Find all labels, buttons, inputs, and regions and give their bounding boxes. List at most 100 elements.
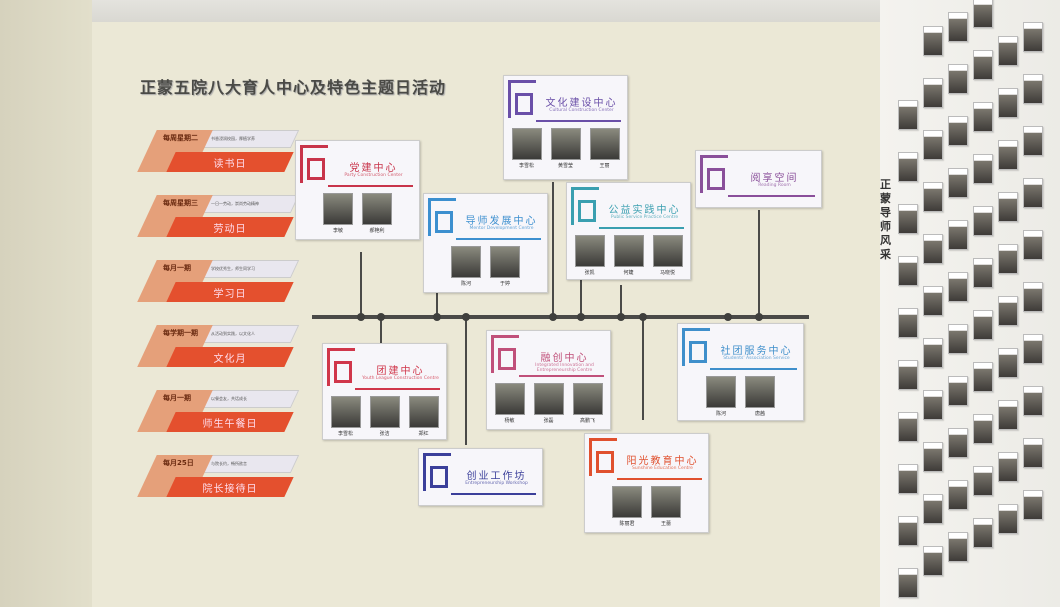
center-subtitle: Reading Room	[758, 183, 791, 188]
staff-member: 陈河	[706, 376, 736, 417]
center-logo-icon	[428, 198, 456, 236]
banner-schedule: 每月25日	[163, 459, 194, 467]
theme-day-banner: 每周星期二 书香浸润校园，厚植学养读书日	[137, 130, 300, 174]
mentor-photo	[973, 50, 993, 80]
mentor-photo	[948, 220, 968, 250]
logo-underline	[728, 195, 815, 197]
staff-photo	[612, 486, 642, 518]
mentor-photo	[923, 26, 943, 56]
mentor-photo	[948, 64, 968, 94]
theme-day-banner: 每月一期学校优秀生，师生同学习学习日	[137, 260, 300, 304]
center-logo-icon	[327, 348, 355, 386]
logo-underline	[599, 227, 684, 229]
mentor-photo	[998, 348, 1018, 378]
staff-member: 张凯	[574, 235, 605, 276]
mentor-photo	[948, 324, 968, 354]
mentor-photo	[998, 244, 1018, 274]
staff-photo	[652, 235, 683, 267]
connector-line	[436, 292, 438, 317]
staff-name: 陈丽君	[619, 521, 635, 527]
mentor-photo	[1023, 126, 1043, 156]
center-subtitle: Integrated Innovation and Entrepreneursh…	[535, 363, 594, 373]
staff-photo	[330, 396, 361, 428]
theme-day-banner: 每学期一期从活动到实践，以文化人文化月	[137, 325, 300, 369]
staff-member: 李雪松	[511, 128, 542, 169]
staff-list: 陈河于婷	[424, 246, 547, 287]
mentor-photo	[1023, 22, 1043, 52]
mentor-photo	[948, 272, 968, 302]
banner-name: 院长接待日	[202, 484, 258, 495]
mentor-photo	[948, 480, 968, 510]
mentor-photo	[1023, 490, 1043, 520]
staff-member: 高鹏飞	[572, 383, 603, 424]
mentor-photo	[923, 286, 943, 316]
logo-underline	[451, 493, 536, 495]
mentor-photo	[898, 360, 918, 390]
banner-schedule: 每周星期二	[163, 134, 198, 142]
mentor-photo	[998, 400, 1018, 430]
staff-name: 陈河	[715, 411, 726, 417]
staff-photo	[533, 383, 564, 415]
left-wall	[0, 0, 92, 607]
theme-day-banner: 每周星期三一日一劳动，崇尚劳动精神劳动日	[137, 195, 300, 239]
banner-schedule: 每周星期三	[163, 199, 198, 207]
center-subtitle: Youth League Construction Centre	[362, 376, 439, 381]
staff-name: 张磊	[543, 418, 554, 424]
mentor-photo	[973, 102, 993, 132]
staff-name: 杨敏	[504, 418, 515, 424]
center-logo-icon	[571, 187, 599, 225]
staff-member: 何婕	[613, 235, 644, 276]
staff-member: 郝艳利	[362, 193, 392, 234]
center-title: 团建中心	[376, 366, 425, 377]
theme-day-banner: 每月一期以餐会友，共话成长师生午餐日	[137, 390, 300, 434]
center-title: 融创中心	[540, 353, 589, 364]
staff-list: 李雪松张洁郑红	[323, 396, 446, 437]
mentor-photo	[898, 204, 918, 234]
staff-name: 唐茜	[754, 411, 765, 417]
center-title: 阅享空间	[750, 173, 799, 184]
staff-photo	[490, 246, 520, 278]
mentor-photo	[973, 362, 993, 392]
staff-member: 马晓悦	[652, 235, 683, 276]
timeline-node	[617, 313, 625, 321]
staff-member: 郑红	[408, 396, 439, 437]
mentor-photo	[1023, 230, 1043, 260]
timeline-node	[377, 313, 385, 321]
connector-line	[642, 317, 644, 420]
center-subtitle: Mentor Development Centre	[469, 226, 534, 231]
center-logo-icon	[508, 80, 536, 118]
mentor-photo	[898, 152, 918, 182]
mentor-photo	[898, 100, 918, 130]
connector-line	[758, 210, 760, 317]
timeline-node	[462, 313, 470, 321]
mentor-photo	[973, 0, 993, 28]
staff-photo	[574, 235, 605, 267]
staff-member: 张洁	[369, 396, 400, 437]
mentor-photo	[898, 516, 918, 546]
timeline-node	[357, 313, 365, 321]
banner-name: 读书日	[213, 159, 247, 170]
staff-photo	[451, 246, 481, 278]
staff-name: 马晓悦	[659, 270, 675, 276]
center-subtitle: Sunshine Education Centre	[632, 466, 693, 471]
staff-photo	[323, 193, 353, 225]
theme-day-banner: 每月25日与院长约，畅所欲言院长接待日	[137, 455, 300, 499]
staff-photo	[408, 396, 439, 428]
mentor-photo	[998, 504, 1018, 534]
staff-name: 郑红	[418, 431, 429, 437]
mentor-photo	[948, 12, 968, 42]
center-subtitle: Party Construction Center	[344, 173, 403, 178]
staff-photo	[745, 376, 775, 408]
banner-description: 书香浸润校园，厚植学养	[211, 136, 255, 141]
mentor-photo	[1023, 74, 1043, 104]
mentor-photo	[973, 258, 993, 288]
mentor-photo	[973, 414, 993, 444]
banner-name: 学习日	[213, 289, 247, 300]
mentor-photo	[923, 390, 943, 420]
center-logo-icon	[682, 328, 710, 366]
mentor-photo	[998, 452, 1018, 482]
